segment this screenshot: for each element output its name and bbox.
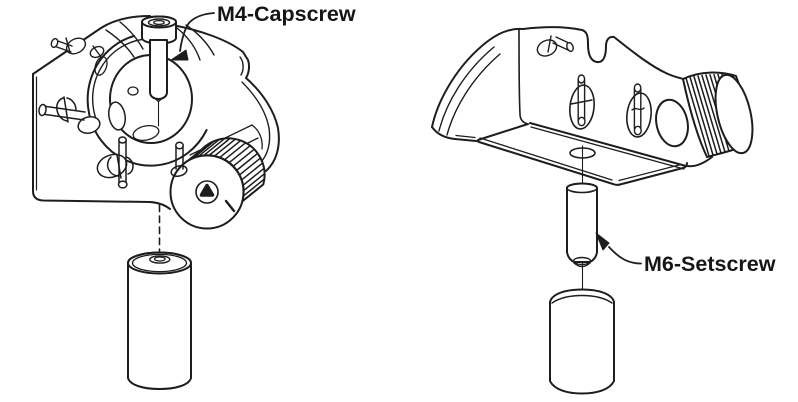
m4-capscrew [141, 15, 177, 127]
knurled-knob-side [682, 71, 754, 158]
hex-socket [147, 18, 171, 27]
leader-line [608, 246, 642, 265]
mount-body-bottom-view [431, 26, 713, 186]
mounting-post-right [549, 288, 615, 395]
setscrew-callout: M6-Setscrew [595, 232, 776, 276]
leader-line [179, 12, 215, 52]
top-clip [536, 35, 574, 57]
top-clip-left [50, 37, 87, 55]
post-thread-hole [149, 255, 171, 264]
adjuster-vertical [96, 136, 134, 189]
index-tick [224, 199, 236, 213]
clamp-slot-1 [569, 74, 595, 130]
leader-arrowhead-icon [595, 232, 610, 251]
clamp-slot-2 [626, 83, 652, 138]
left-assembly-drawing: M4-Capscrew [32, 2, 356, 390]
capscrew-callout: M4-Capscrew [170, 2, 356, 61]
setscrew-label: M6-Setscrew [644, 252, 776, 276]
upper-slot [94, 56, 108, 76]
top-clip-right [89, 45, 105, 59]
mounting-post-left [127, 251, 192, 390]
m6-setscrew [566, 182, 598, 268]
right-assembly-drawing: M6-Setscrew [431, 26, 776, 395]
adjuster-horizontal [38, 96, 126, 134]
mount-body [32, 15, 280, 210]
bottom-slot [132, 124, 160, 142]
knurled-knob [169, 137, 266, 230]
leader-arrowhead-icon [170, 49, 189, 61]
side-bore-hole [655, 98, 689, 148]
spring-pin [170, 141, 188, 178]
detent-dot [127, 86, 139, 96]
capscrew-label: M4-Capscrew [217, 2, 356, 26]
